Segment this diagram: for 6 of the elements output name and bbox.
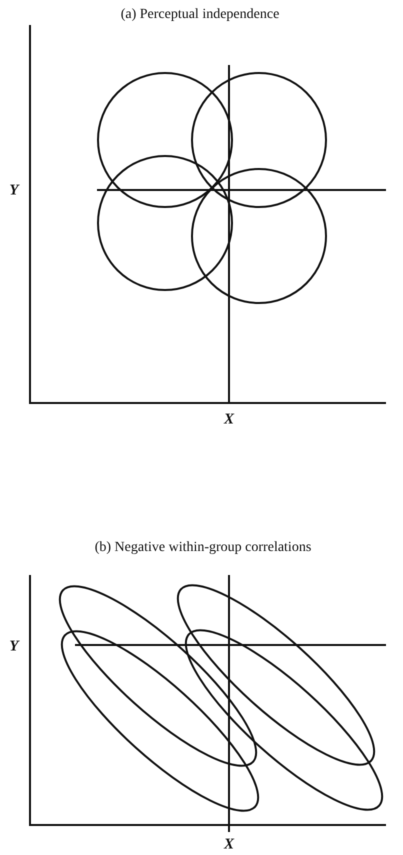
panel-title: (a) Perceptual independence [120, 7, 280, 23]
panel-title: (b) Negative within-group correlations [94, 540, 312, 556]
axis-label: X [224, 412, 234, 428]
axis-label: Y [9, 638, 19, 656]
axis-label: X [224, 836, 234, 854]
axis-label: Y [9, 182, 19, 200]
